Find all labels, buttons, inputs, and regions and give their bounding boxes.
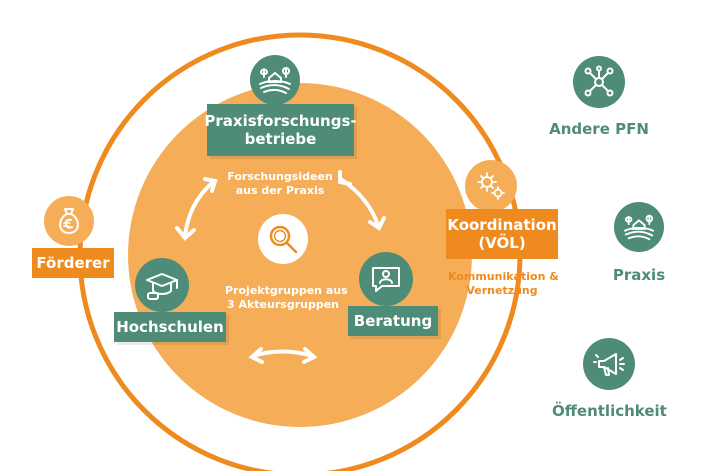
gears-icon	[465, 160, 517, 212]
farm-field-icon	[250, 55, 300, 105]
arrow-top-left	[175, 177, 218, 241]
hochschulen-label: Hochschulen	[116, 318, 224, 336]
praxisforschungsbetriebe-label: Praxisforschungs- betriebe	[204, 112, 357, 148]
foerderer-label: Förderer	[36, 254, 110, 272]
koordination-label: Koordination (VÖL)	[447, 216, 557, 252]
farm-field-icon-right	[614, 202, 664, 252]
praxisforschungsbetriebe-box: Praxisforschungs- betriebe	[204, 104, 357, 156]
oeffentlichkeit-label: Öffentlichkeit	[552, 402, 667, 420]
andere-pfn-label: Andere PFN	[549, 120, 649, 138]
foerderer-box: Förderer	[32, 248, 114, 278]
hochschulen-box: Hochschulen	[114, 312, 226, 342]
forschungsideen-label: Forschungsideen aus der Praxis	[227, 170, 333, 197]
magnifier-icon	[258, 214, 308, 264]
beratung-box: Beratung	[348, 306, 438, 336]
projektgruppen-label: Projektgruppen aus 3 Akteursgruppen	[225, 284, 348, 311]
praxis-label: Praxis	[612, 266, 666, 284]
arrow-bottom	[248, 347, 318, 364]
kommunikation-label: Kommunikation & Vernetzung	[448, 270, 559, 297]
speech-bubble-person-icon	[359, 252, 413, 306]
euro-moneybag-icon	[44, 196, 94, 246]
graduation-cap-icon	[135, 258, 189, 312]
megaphone-icon	[583, 338, 635, 390]
koordination-box: Koordination (VÖL)	[446, 209, 558, 259]
network-nodes-icon	[573, 56, 625, 108]
beratung-label: Beratung	[353, 312, 433, 330]
arrow-top-right	[338, 170, 386, 231]
